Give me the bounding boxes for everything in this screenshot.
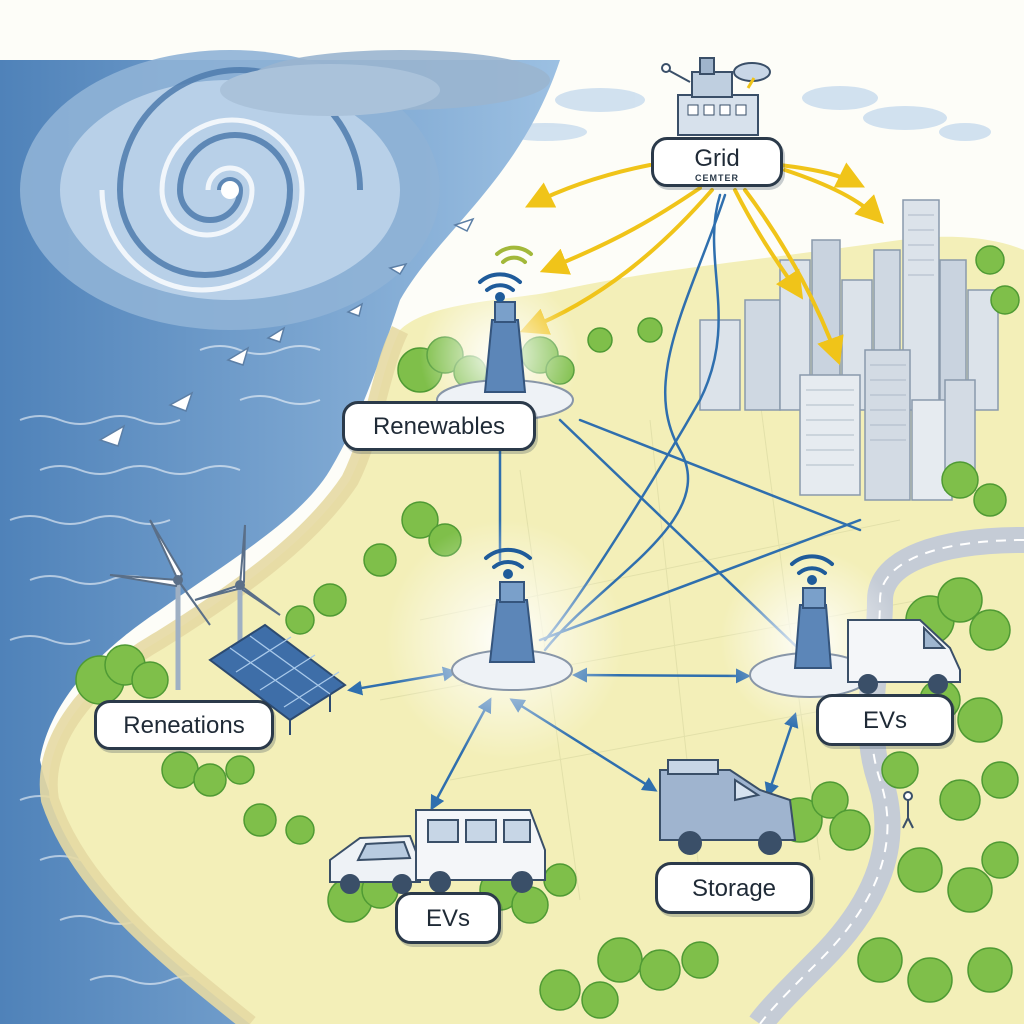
label-evs-bottom-text: EVs (425, 905, 470, 932)
label-renewables-text: Renewables (372, 413, 506, 440)
label-reneations-text: Reneations (123, 712, 245, 739)
ev-van-icon (329, 619, 961, 894)
hurricane-icon (20, 50, 550, 330)
wifi-signal-icon (478, 245, 834, 585)
debris (98, 217, 475, 447)
network-blue-links (347, 193, 862, 811)
label-storage-text: Storage (691, 875, 777, 902)
label-grid-title: Grid (694, 145, 740, 172)
label-grid-center: Grid CEMTER (651, 137, 783, 187)
label-renewables: Renewables (342, 401, 536, 451)
label-storage: Storage (655, 862, 813, 914)
wind-turbine-icon (109, 519, 281, 690)
label-reneations: Reneations (94, 700, 274, 750)
pedestrian (902, 791, 914, 829)
label-evs-bottom: EVs (395, 892, 501, 944)
label-evs-right: EVs (816, 694, 954, 746)
label-grid-subtitle: CEMTER (695, 173, 739, 183)
comm-tower-icon (436, 301, 871, 698)
city-skyline-icon (699, 199, 999, 501)
label-evs-right-text: EVs (862, 707, 907, 734)
grid-center-building-icon (661, 57, 771, 136)
